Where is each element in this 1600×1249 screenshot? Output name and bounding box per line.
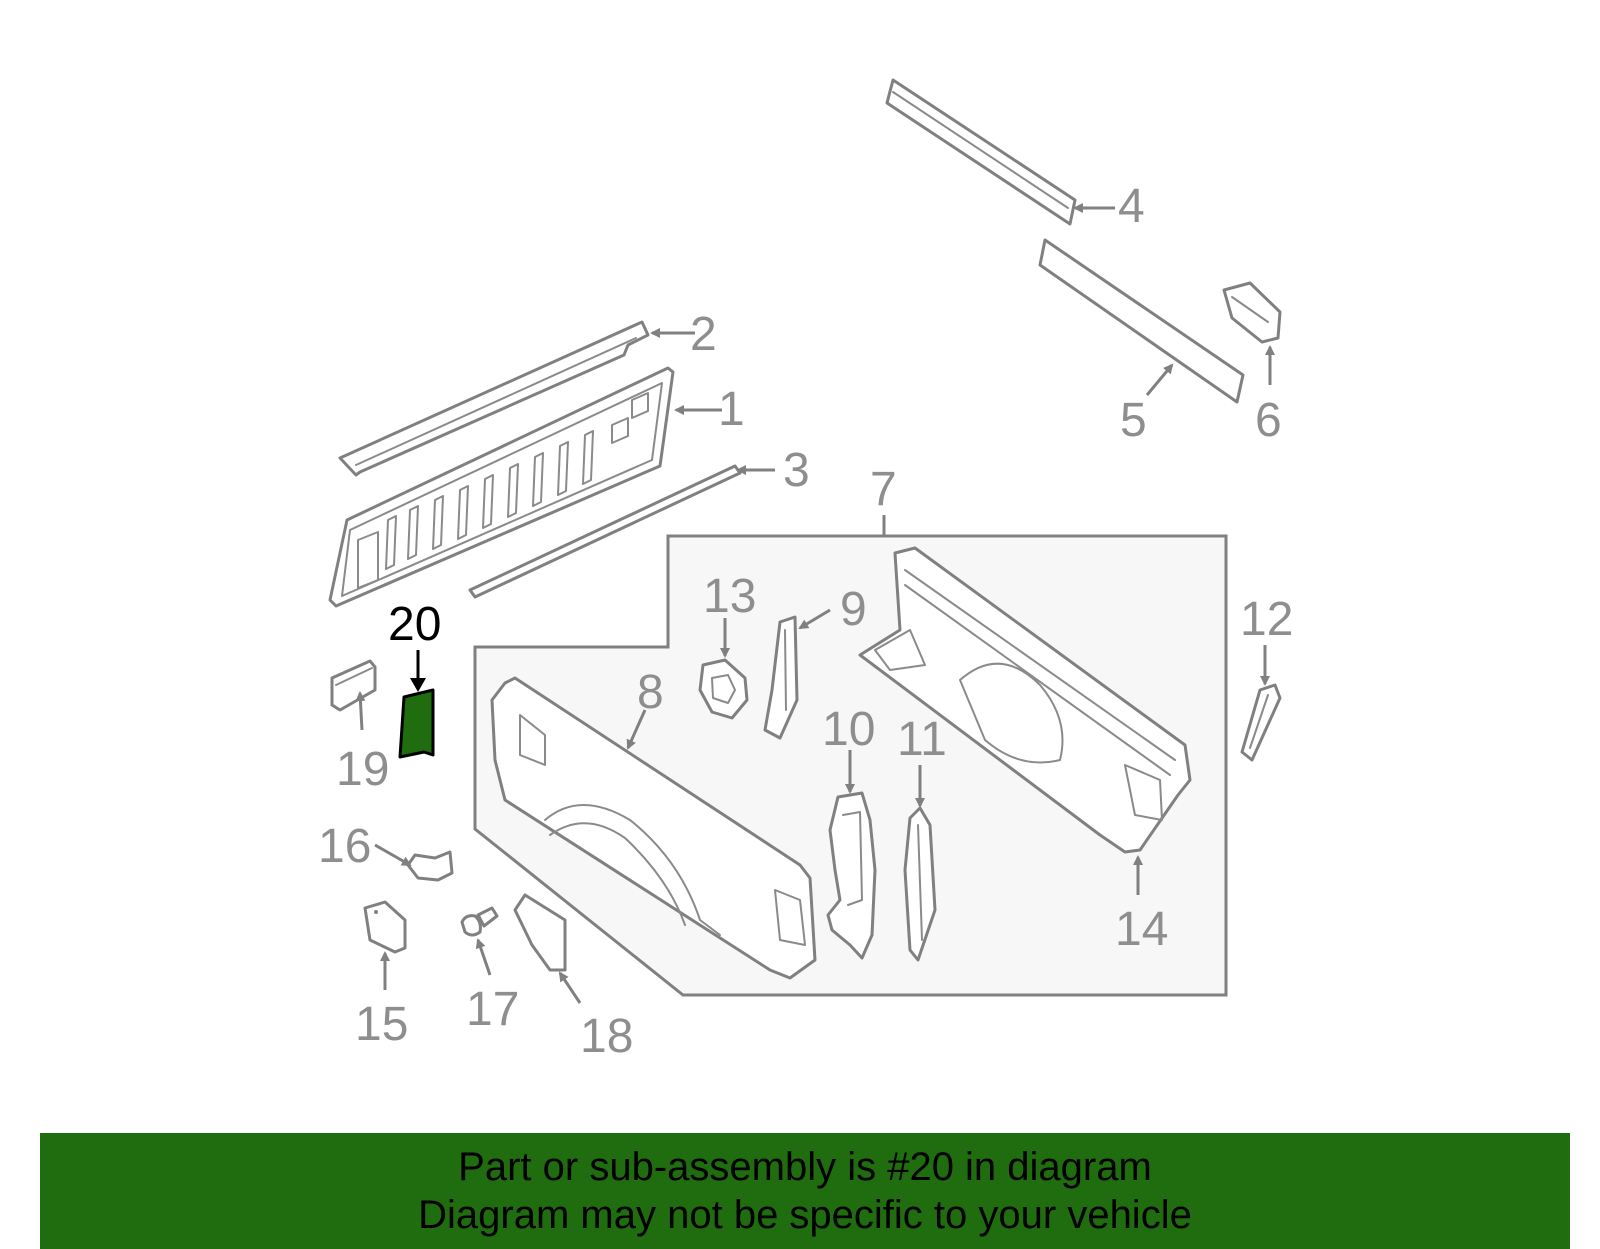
part-10-pillar[interactable] xyxy=(826,750,877,960)
callout-18[interactable]: 18 xyxy=(580,1010,633,1063)
info-banner: Part or sub-assembly is #20 in diagram D… xyxy=(40,1133,1570,1249)
part-18-gasket[interactable] xyxy=(513,893,582,1004)
part-2-rail[interactable] xyxy=(338,320,695,477)
callout-6[interactable]: 6 xyxy=(1255,394,1282,447)
callout-8[interactable]: 8 xyxy=(637,666,664,719)
callout-1[interactable]: 1 xyxy=(718,383,745,436)
callout-4[interactable]: 4 xyxy=(1118,180,1145,233)
part-20-highlighted[interactable] xyxy=(398,650,435,759)
parts-diagram: 1 2 3 4 5 6 7 8 9 10 11 12 13 14 15 16 1… xyxy=(318,78,1293,1063)
callout-20[interactable]: 20 xyxy=(388,598,441,651)
banner-line-2: Diagram may not be specific to your vehi… xyxy=(418,1193,1192,1237)
banner-line-1: Part or sub-assembly is #20 in diagram xyxy=(458,1145,1152,1189)
part-15-plate[interactable] xyxy=(363,900,407,990)
part-13-bracket[interactable] xyxy=(698,618,749,720)
part-16-clip[interactable] xyxy=(374,843,454,882)
part-17-bolt[interactable] xyxy=(460,906,499,976)
callout-17[interactable]: 17 xyxy=(466,983,519,1036)
part-1-side-panel[interactable] xyxy=(328,366,722,608)
part-14-inner-panel[interactable] xyxy=(858,546,1192,895)
callout-12[interactable]: 12 xyxy=(1240,593,1293,646)
callout-2[interactable]: 2 xyxy=(690,308,717,361)
part-5-rail[interactable] xyxy=(1038,238,1245,404)
part-8-bedside[interactable] xyxy=(490,676,817,980)
callout-15[interactable]: 15 xyxy=(355,998,408,1051)
callout-10[interactable]: 10 xyxy=(822,703,875,756)
part-6-bracket[interactable] xyxy=(1222,281,1282,385)
part-9-bracket[interactable] xyxy=(763,608,831,740)
callout-7[interactable]: 7 xyxy=(870,463,897,516)
callout-16[interactable]: 16 xyxy=(318,820,371,873)
callout-5[interactable]: 5 xyxy=(1120,394,1147,447)
part-4-rail[interactable] xyxy=(885,78,1115,226)
callout-9[interactable]: 9 xyxy=(840,583,867,636)
callout-14[interactable]: 14 xyxy=(1115,903,1168,956)
callout-19[interactable]: 19 xyxy=(336,743,389,796)
callout-11[interactable]: 11 xyxy=(897,713,947,766)
callout-3[interactable]: 3 xyxy=(783,444,810,497)
part-12-bracket[interactable] xyxy=(1240,645,1282,762)
part-11-pillar[interactable] xyxy=(903,765,937,962)
part-3-rail[interactable] xyxy=(468,464,775,599)
part-19-plate[interactable] xyxy=(330,659,377,731)
callout-13[interactable]: 13 xyxy=(703,570,756,623)
